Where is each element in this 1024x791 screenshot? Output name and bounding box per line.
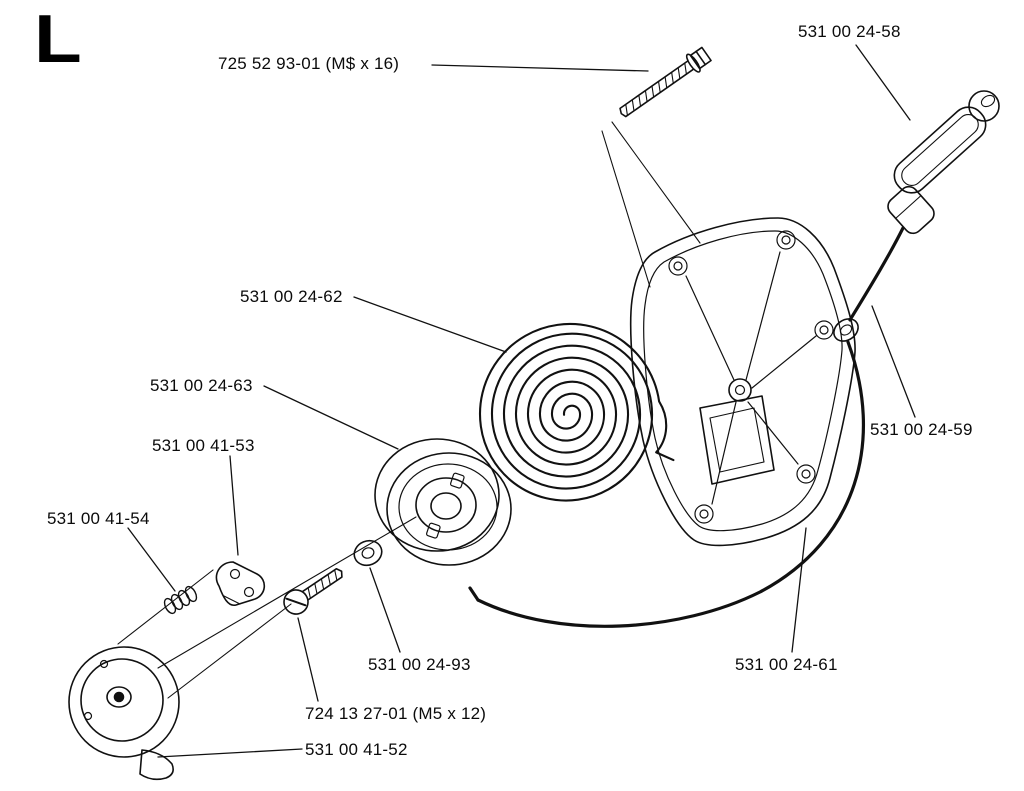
handle-grip-inner	[898, 110, 983, 189]
pawl-spring-drawing	[162, 585, 198, 615]
pulley-hub-notch-1	[450, 473, 464, 489]
recoil-spring-drawing	[468, 312, 677, 512]
housing-ribs	[686, 252, 816, 504]
cup-axis-line-2	[168, 604, 291, 698]
starter-rope-loop	[478, 342, 863, 626]
washer-outer	[351, 537, 386, 570]
pawl-drawing	[216, 562, 264, 605]
washer-hole	[361, 546, 376, 560]
part-label-531002462: 531 00 24-62	[240, 287, 343, 306]
pawl-detail	[224, 596, 240, 604]
part-label-531004153: 531 00 41-53	[152, 436, 255, 455]
part-label-531004152: 531 00 41-52	[305, 740, 408, 759]
leader-531004152	[158, 749, 302, 757]
leader-531002458	[856, 45, 910, 120]
part-label-531004154: 531 00 41-54	[47, 509, 150, 528]
part-label-724132701: 724 13 27-01 (M5 x 12)	[305, 704, 487, 723]
pulley-hub-bore	[431, 493, 461, 519]
part-label-531002463: 531 00 24-63	[150, 376, 253, 395]
starter-handle-drawing	[830, 91, 999, 346]
cup-face	[81, 659, 163, 741]
leader-531002461	[792, 528, 806, 652]
housing-center-post	[729, 379, 751, 401]
washer-drawing	[351, 537, 386, 570]
cup-center-hole	[115, 693, 124, 702]
pulley-hub	[416, 478, 476, 532]
leader-531002462	[354, 297, 506, 352]
housing-screw-bosses	[669, 231, 833, 523]
starter-housing-drawing	[470, 218, 863, 626]
screw-axis-line-2	[602, 131, 650, 287]
rope-upper	[850, 228, 903, 320]
screw2-threads	[305, 570, 340, 598]
part-label-531002461: 531 00 24-61	[735, 655, 838, 674]
handle-grip	[888, 101, 992, 200]
rope-end-tip	[470, 588, 478, 600]
pawl-body	[216, 562, 264, 605]
leader-531004153	[230, 456, 238, 555]
cup-hub	[107, 687, 131, 707]
screw2-head	[279, 585, 312, 618]
housing-outline	[631, 218, 855, 545]
rope-grommet	[830, 314, 863, 345]
screw-head-facet	[696, 51, 705, 64]
cup-tab	[140, 750, 173, 779]
cup-hole-2	[85, 713, 92, 720]
housing-inner-wall	[644, 231, 842, 531]
starter-cup-drawing	[69, 647, 179, 779]
cup-hole-1	[101, 661, 108, 668]
handle-knob	[969, 91, 999, 121]
pawl-hole-1	[231, 570, 240, 579]
part-label-531002458: 531 00 24-58	[798, 22, 901, 41]
leader-724132701	[298, 618, 318, 701]
leader-531002459	[872, 306, 915, 417]
housing-recess	[700, 396, 774, 484]
pulley-hub-notch-2	[426, 523, 440, 539]
pawl-hole-2	[245, 588, 254, 597]
rope-guide-elbow	[884, 183, 937, 237]
leader-lines	[128, 45, 915, 757]
spring-spiral	[468, 312, 677, 512]
leader-531002463	[264, 386, 398, 449]
leader-531002493	[370, 568, 400, 652]
leader-531004154	[128, 528, 175, 591]
screw2-shank	[302, 567, 344, 600]
housing-recess-inner	[710, 408, 764, 472]
screw-flange	[684, 53, 702, 74]
leader-725529301	[432, 65, 648, 71]
handle-knob-highlight	[979, 93, 996, 109]
screw-shank	[618, 61, 693, 117]
assembly-axis-lines	[118, 122, 700, 698]
screw-725529301-drawing	[615, 45, 712, 122]
screw-axis-line-1	[612, 122, 700, 243]
section-letter: L	[34, 1, 82, 77]
rope-pulley-drawing	[375, 439, 511, 565]
cup-outer	[69, 647, 179, 757]
screw-724132701-drawing	[279, 561, 348, 618]
part-label-531002493: 531 00 24-93	[368, 655, 471, 674]
rope-guide-detail	[896, 196, 921, 219]
screw-threads	[622, 63, 691, 115]
pulley-back-rim	[375, 439, 499, 551]
part-label-531002459: 531 00 24-59	[870, 420, 973, 439]
cup-axis-line-3	[158, 517, 416, 668]
pulley-front-rim	[387, 453, 511, 565]
housing-center-hole	[736, 386, 745, 395]
pulley-groove	[399, 464, 497, 550]
screw2-slot	[287, 592, 306, 612]
part-label-725529301: 725 52 93-01 (M$ x 16)	[218, 54, 400, 73]
